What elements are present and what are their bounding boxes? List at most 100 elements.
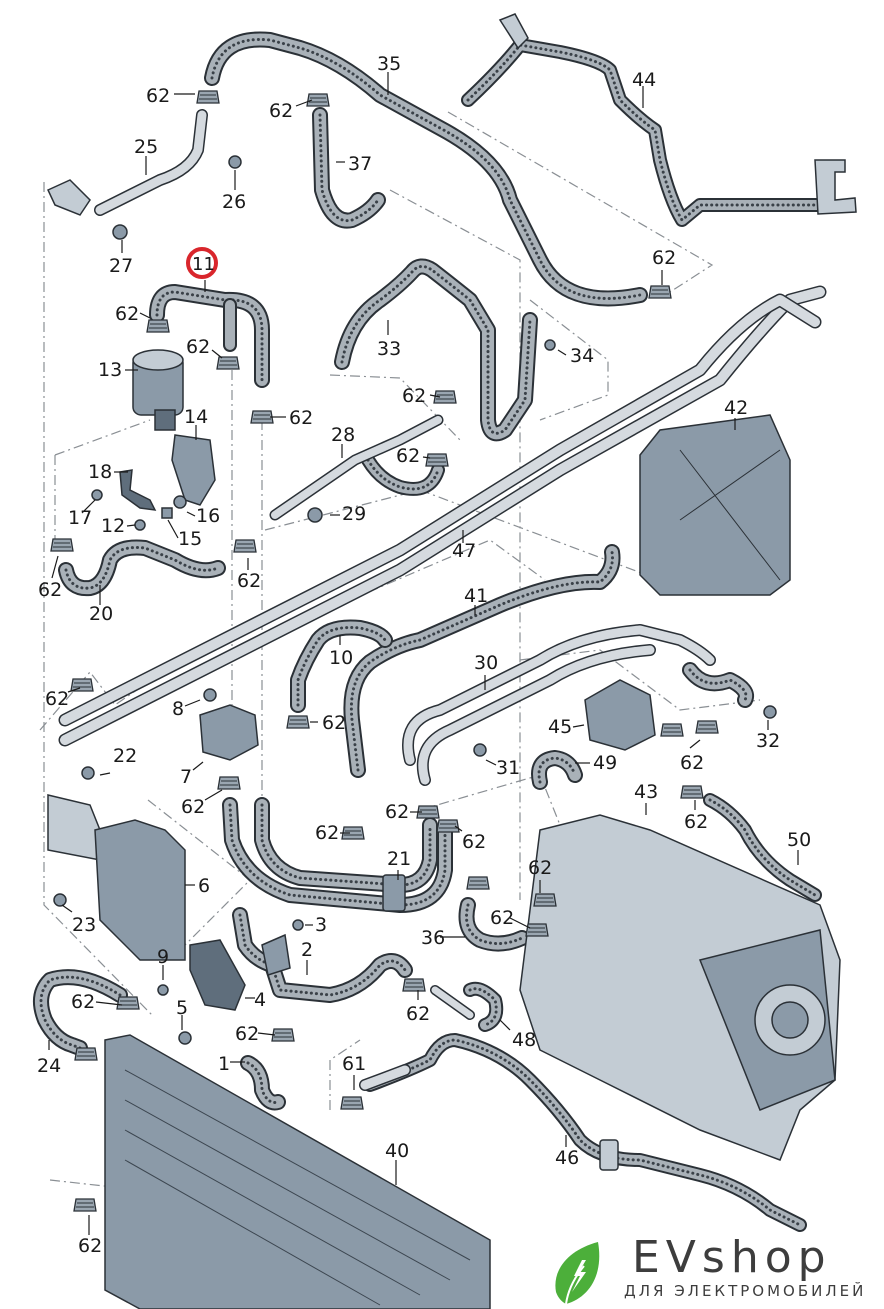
rigid-pipes [47, 109, 827, 1091]
hose-35 [204, 31, 648, 307]
callout-47[interactable]: 47 [452, 540, 476, 562]
bolt-23 [53, 893, 67, 907]
bracket-14 [171, 434, 216, 506]
callout-62[interactable]: 62 [269, 100, 293, 122]
callout-13[interactable]: 13 [98, 359, 122, 381]
callout-62[interactable]: 62 [146, 85, 170, 107]
plug-8 [203, 688, 217, 702]
callout-62[interactable]: 62 [315, 822, 339, 844]
callout-49[interactable]: 49 [593, 752, 617, 774]
callout-62[interactable]: 62 [406, 1003, 430, 1025]
callout-46[interactable]: 46 [555, 1147, 579, 1169]
callout-29[interactable]: 29 [342, 503, 366, 525]
callout-62[interactable]: 62 [385, 801, 409, 823]
callout-35[interactable]: 35 [377, 53, 401, 75]
callout-62[interactable]: 62 [237, 570, 261, 592]
callout-62[interactable]: 62 [322, 712, 346, 734]
callout-16[interactable]: 16 [196, 505, 220, 527]
callout-14[interactable]: 14 [184, 406, 208, 428]
pipe-30 [402, 624, 716, 786]
callout-7[interactable]: 7 [180, 766, 192, 788]
callout-32[interactable]: 32 [756, 730, 780, 752]
hose-46 [363, 1033, 807, 1232]
hose-28-branch [361, 453, 445, 496]
callout-25[interactable]: 25 [134, 136, 158, 158]
callout-11[interactable]: 11 [192, 254, 215, 275]
callout-62[interactable]: 62 [289, 407, 313, 429]
electric-drive-motor-43 [519, 814, 841, 1161]
callout-37[interactable]: 37 [348, 153, 372, 175]
hose-36 [458, 897, 530, 952]
callout-22[interactable]: 22 [113, 745, 137, 767]
callout-62[interactable]: 62 [652, 247, 676, 269]
callout-62[interactable]: 62 [402, 385, 426, 407]
callout-62[interactable]: 62 [235, 1023, 259, 1045]
leader-line [139, 312, 151, 319]
highlight-circle-part-11 [186, 247, 218, 279]
callout-62[interactable]: 62 [396, 445, 420, 467]
callout-42[interactable]: 42 [724, 397, 748, 419]
callout-62[interactable]: 62 [528, 857, 552, 879]
callout-33[interactable]: 33 [377, 338, 401, 360]
callout-44[interactable]: 44 [632, 69, 656, 91]
callout-62[interactable]: 62 [462, 831, 486, 853]
leader-line [61, 904, 73, 913]
callout-62[interactable]: 62 [684, 811, 708, 833]
callout-50[interactable]: 50 [787, 829, 811, 851]
callout-21[interactable]: 21 [387, 848, 411, 870]
callout-62[interactable]: 62 [186, 336, 210, 358]
callout-62[interactable]: 62 [38, 579, 62, 601]
callout-48[interactable]: 48 [512, 1029, 536, 1051]
callout-36[interactable]: 36 [421, 927, 445, 949]
callout-40[interactable]: 40 [385, 1140, 409, 1162]
callout-15[interactable]: 15 [178, 528, 202, 550]
callout-3[interactable]: 3 [315, 914, 327, 936]
callout-62[interactable]: 62 [71, 991, 95, 1013]
valve-7 [199, 704, 259, 761]
callout-20[interactable]: 20 [89, 603, 113, 625]
callout-24[interactable]: 24 [37, 1055, 61, 1077]
hose-49 [531, 750, 583, 790]
bracket-4 [189, 939, 246, 1011]
callout-10[interactable]: 10 [329, 647, 353, 669]
leader-line [81, 499, 96, 514]
callout-8[interactable]: 8 [172, 698, 184, 720]
callout-4[interactable]: 4 [254, 989, 266, 1011]
clamp-18 [119, 469, 157, 511]
callout-62[interactable]: 62 [181, 796, 205, 818]
callout-43[interactable]: 43 [634, 781, 658, 803]
callout-2[interactable]: 2 [301, 939, 313, 961]
bolt-22 [81, 766, 95, 780]
callout-5[interactable]: 5 [176, 997, 188, 1019]
callout-6[interactable]: 6 [198, 875, 210, 897]
callout-31[interactable]: 31 [496, 757, 520, 779]
grommet-16 [173, 495, 187, 509]
callout-62[interactable]: 62 [78, 1235, 102, 1257]
leader-line [509, 917, 531, 929]
callout-26[interactable]: 26 [222, 191, 246, 213]
callout-62[interactable]: 62 [490, 907, 514, 929]
callout-12[interactable]: 12 [101, 515, 125, 537]
callout-27[interactable]: 27 [109, 255, 133, 277]
callout-18[interactable]: 18 [88, 461, 112, 483]
callout-17[interactable]: 17 [68, 507, 92, 529]
hose-20 [58, 539, 226, 597]
callout-45[interactable]: 45 [548, 716, 572, 738]
callout-62[interactable]: 62 [680, 752, 704, 774]
leader-line [67, 687, 81, 693]
callout-62[interactable]: 62 [45, 688, 69, 710]
callout-1[interactable]: 1 [218, 1053, 230, 1075]
callout-28[interactable]: 28 [331, 424, 355, 446]
callout-34[interactable]: 34 [570, 345, 594, 367]
callout-61[interactable]: 61 [342, 1053, 366, 1075]
callout-41[interactable]: 41 [464, 585, 488, 607]
bolt-17 [91, 489, 103, 501]
logo-brand: EVshop [632, 1232, 832, 1283]
hose-48 [430, 981, 504, 1032]
callout-9[interactable]: 9 [157, 946, 169, 968]
callout-30[interactable]: 30 [474, 652, 498, 674]
bolt-5 [178, 1031, 192, 1045]
callout-23[interactable]: 23 [72, 914, 96, 936]
callout-62[interactable]: 62 [115, 303, 139, 325]
leader-line [572, 724, 585, 728]
